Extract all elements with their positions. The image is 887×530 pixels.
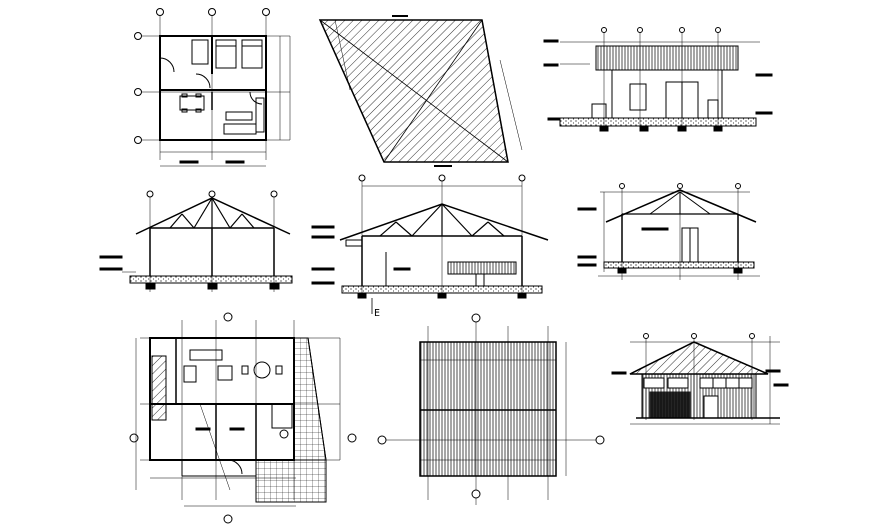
floor-slab [603, 261, 755, 269]
roof-plan-hatched [318, 15, 523, 167]
ground-floor-plan [134, 8, 291, 167]
truss-webs [379, 203, 505, 237]
hip-roof [629, 341, 769, 375]
grid-bubbles [134, 8, 270, 144]
window [629, 83, 647, 111]
bed [241, 39, 263, 69]
wall [611, 69, 723, 119]
bed [215, 39, 237, 69]
furniture [447, 261, 517, 275]
roof-line [605, 189, 757, 223]
side-section [577, 183, 760, 280]
roof-sheeting-plan [377, 313, 605, 505]
long-section: E [311, 174, 549, 319]
sofa [223, 123, 257, 135]
stair-ramp [151, 355, 167, 421]
truss-webs [169, 197, 255, 229]
kitchen-counter [255, 97, 265, 133]
roof-line [339, 203, 549, 241]
kitchen [271, 403, 293, 429]
tiled-porch [255, 459, 327, 503]
floor-slab [341, 285, 543, 294]
dining-table [179, 95, 205, 111]
furnished-floor-plan [129, 312, 357, 524]
front-elevation [543, 27, 773, 132]
section-mark-e: E [374, 308, 380, 319]
wardrobe [191, 39, 209, 65]
door-swing [159, 57, 175, 73]
dining-table [253, 361, 271, 379]
floor-slab [129, 275, 293, 284]
sofa [189, 349, 223, 361]
foundation [559, 117, 757, 127]
perspective-elevation [611, 333, 789, 425]
tiled-terrace [293, 337, 327, 461]
corrugated-roof [595, 45, 739, 71]
truss-section [99, 190, 293, 292]
corrugated-roof-sheets [419, 341, 557, 477]
